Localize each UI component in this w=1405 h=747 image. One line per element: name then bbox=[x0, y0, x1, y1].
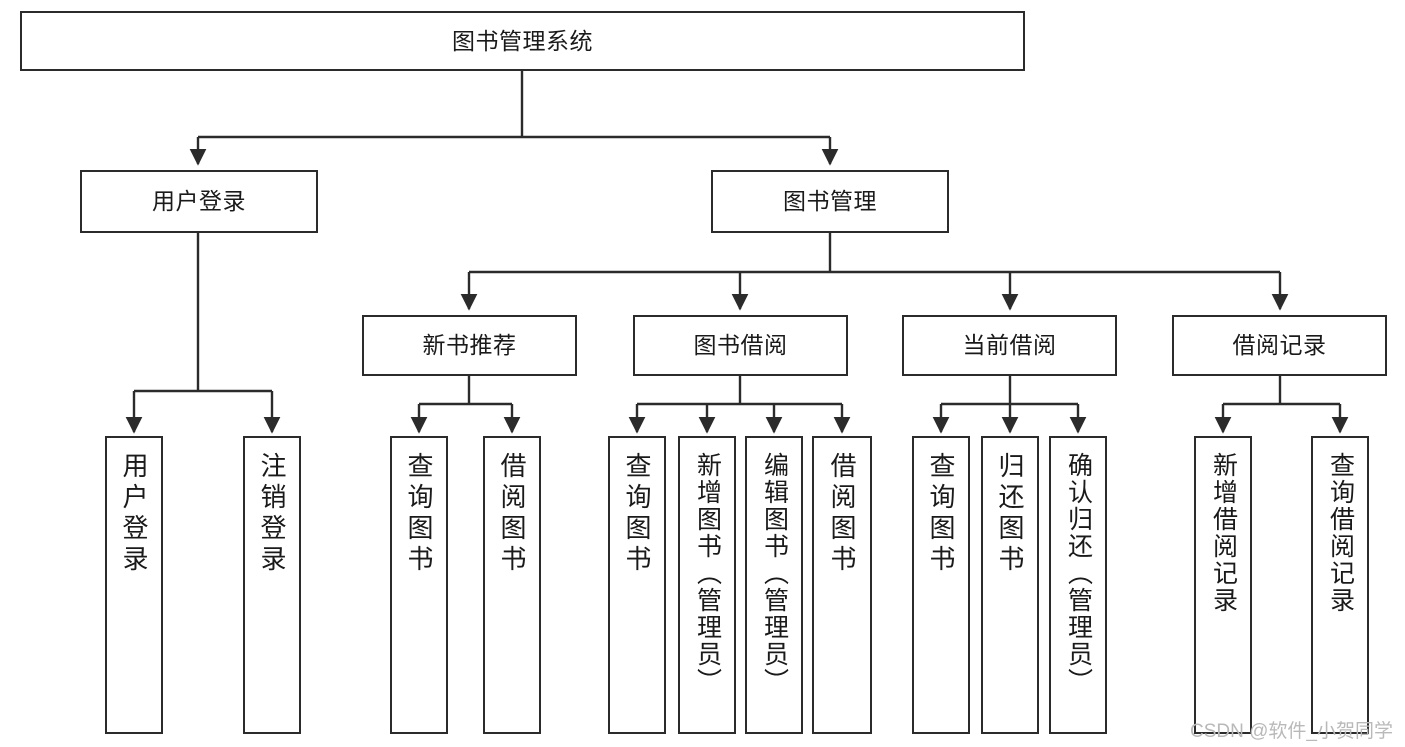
node-label: 新增图书（管理员） bbox=[693, 452, 722, 695]
node-book-manage[interactable]: 图书管理 bbox=[711, 170, 949, 233]
leaf-confirm-return[interactable]: 确认归还（管理员） bbox=[1049, 436, 1107, 734]
node-label: 新增借阅记录 bbox=[1209, 452, 1238, 614]
leaf-logout-login[interactable]: 注销登录 bbox=[243, 436, 301, 734]
node-book-borrow[interactable]: 图书借阅 bbox=[633, 315, 848, 376]
node-label: 借阅图书 bbox=[497, 452, 527, 576]
leaf-query-book-1[interactable]: 查询图书 bbox=[390, 436, 448, 734]
node-user-login[interactable]: 用户登录 bbox=[80, 170, 318, 233]
leaf-borrow-book-1[interactable]: 借阅图书 bbox=[483, 436, 541, 734]
node-label: 查询图书 bbox=[926, 452, 956, 576]
leaf-add-borrow-record[interactable]: 新增借阅记录 bbox=[1194, 436, 1252, 734]
node-label: 归还图书 bbox=[995, 452, 1025, 576]
node-root-system[interactable]: 图书管理系统 bbox=[20, 11, 1025, 71]
leaf-add-book[interactable]: 新增图书（管理员） bbox=[678, 436, 736, 734]
node-label: 图书管理系统 bbox=[452, 27, 593, 54]
leaf-user-login[interactable]: 用户登录 bbox=[105, 436, 163, 734]
node-current-borrow[interactable]: 当前借阅 bbox=[902, 315, 1117, 376]
leaf-edit-book[interactable]: 编辑图书（管理员） bbox=[745, 436, 803, 734]
csdn-watermark: CSDN @软件_小贺同学 bbox=[1190, 721, 1393, 742]
node-label: 查询图书 bbox=[622, 452, 652, 576]
leaf-borrow-book-2[interactable]: 借阅图书 bbox=[812, 436, 872, 734]
node-label: 确认归还（管理员） bbox=[1064, 452, 1093, 695]
node-label: 用户登录 bbox=[152, 188, 246, 215]
leaf-query-book-2[interactable]: 查询图书 bbox=[608, 436, 666, 734]
leaf-query-borrow-record[interactable]: 查询借阅记录 bbox=[1311, 436, 1369, 734]
leaf-return-book[interactable]: 归还图书 bbox=[981, 436, 1039, 734]
node-label: 图书管理 bbox=[783, 188, 877, 215]
node-label: 查询图书 bbox=[404, 452, 434, 576]
node-label: 注销登录 bbox=[257, 452, 287, 576]
node-label: 查询借阅记录 bbox=[1326, 452, 1355, 614]
node-label: 借阅记录 bbox=[1232, 332, 1327, 359]
node-label: 新书推荐 bbox=[422, 332, 517, 359]
node-label: 借阅图书 bbox=[827, 452, 857, 576]
node-new-book-recommend[interactable]: 新书推荐 bbox=[362, 315, 577, 376]
node-label: 当前借阅 bbox=[962, 332, 1057, 359]
node-label: 用户登录 bbox=[119, 452, 149, 576]
node-label: 编辑图书（管理员） bbox=[760, 452, 789, 695]
node-borrow-record[interactable]: 借阅记录 bbox=[1172, 315, 1387, 376]
leaf-query-book-3[interactable]: 查询图书 bbox=[912, 436, 970, 734]
node-label: 图书借阅 bbox=[693, 332, 788, 359]
